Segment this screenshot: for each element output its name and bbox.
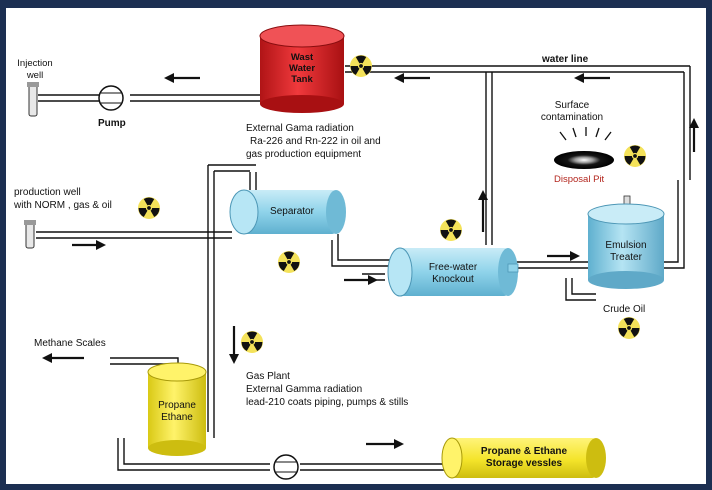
injection-well-label-line: well — [26, 70, 44, 81]
external-gama-line: External Gama radiation — [246, 123, 354, 134]
production-well-line: production well — [14, 187, 81, 198]
radiation-icon — [241, 331, 263, 353]
gas-plant-label: Gas Plant External Gamma radiation lead-… — [246, 370, 408, 409]
well-valve-icon — [27, 82, 39, 117]
wast-water-tank-label: Wast Water Tank — [266, 52, 338, 85]
propane-ethane-line: Ethane — [161, 412, 193, 423]
free-water-knockout-vessel — [387, 247, 519, 297]
treater-label-line: Emulsion — [605, 240, 647, 251]
pump-label: Pump — [98, 118, 126, 129]
knockout-label-line: Knockout — [432, 274, 474, 285]
flow-arrow-icon — [478, 190, 488, 232]
emulsion-treater-label: Emulsion Treater — [592, 240, 660, 264]
separator-label: Separator — [270, 206, 314, 217]
external-gama-line: Ra-226 and Rn-222 in oil and — [250, 136, 381, 147]
pump-icon — [273, 454, 299, 480]
wast-water-tank — [259, 24, 345, 113]
water-line-label: water line — [542, 54, 589, 65]
injection-well-label-line: Injection — [17, 58, 53, 69]
well-valve-icon — [24, 220, 36, 249]
flow-arrow-icon — [574, 73, 610, 83]
propane-ethane-label: Propane Ethane — [150, 400, 204, 424]
propane-ethane-vessel — [147, 362, 207, 456]
pipe-network — [36, 65, 691, 471]
disposal-pit-icon — [554, 127, 614, 169]
crude-oil-label: Crude Oil — [603, 304, 646, 315]
radiation-icon — [624, 145, 646, 167]
surface-contamination-line: contamination — [540, 112, 604, 123]
gas-plant-line: External Gamma radiation — [246, 384, 363, 395]
radiation-icon — [138, 197, 160, 219]
storage-vessels-line: Propane & Ethane — [480, 446, 568, 457]
treater-label-line: Treater — [610, 252, 642, 263]
production-well-line: with NORM , gas & oil — [14, 200, 112, 211]
gas-plant-line: lead-210 coats piping, pumps & stills — [246, 397, 409, 408]
flow-arrow-icon — [394, 73, 430, 83]
pump-icon — [98, 85, 124, 111]
production-well-label: production well with NORM , gas & oil — [14, 186, 112, 212]
tank-label-line: Water — [288, 63, 316, 74]
tank-label-line: Tank — [291, 74, 313, 85]
flow-arrows — [42, 73, 699, 449]
disposal-pit-label: Disposal Pit — [554, 174, 605, 185]
radiation-icon — [350, 55, 372, 77]
flow-arrow-icon — [547, 251, 580, 261]
injection-well-label: Injection well — [12, 58, 58, 82]
methane-scales-label: Methane Scales — [34, 338, 106, 349]
emulsion-treater-vessel — [587, 195, 665, 289]
flow-arrow-icon — [344, 275, 378, 285]
flow-arrow-icon — [229, 326, 239, 364]
radiation-icons — [138, 55, 646, 353]
tank-label-line: Wast — [290, 52, 314, 63]
storage-vessel — [441, 437, 606, 479]
radiation-icon — [278, 251, 300, 273]
propane-ethane-line: Propane — [158, 400, 196, 411]
flow-arrow-icon — [689, 118, 699, 152]
flow-arrow-icon — [164, 73, 200, 83]
external-gama-line: gas production equipment — [246, 149, 362, 160]
knockout-label-line: Free-water — [428, 262, 478, 273]
flow-arrow-icon — [366, 439, 404, 449]
separator-vessel — [229, 189, 346, 235]
radiation-icon — [618, 317, 640, 339]
external-gama-label: External Gama radiation Ra-226 and Rn-22… — [246, 122, 381, 161]
free-water-knockout-label: Free-water Knockout — [410, 262, 496, 286]
flow-arrow-icon — [72, 240, 106, 250]
radiation-icon — [440, 219, 462, 241]
surface-contamination-line: Surface — [554, 100, 590, 111]
storage-vessels-line: Storage vessles — [485, 458, 563, 469]
flow-arrow-icon — [42, 353, 84, 363]
surface-contamination-label: Surface contamination — [526, 100, 618, 124]
storage-vessels-label: Propane & Ethane Storage vessles — [456, 446, 592, 470]
gas-plant-line: Gas Plant — [246, 371, 290, 382]
